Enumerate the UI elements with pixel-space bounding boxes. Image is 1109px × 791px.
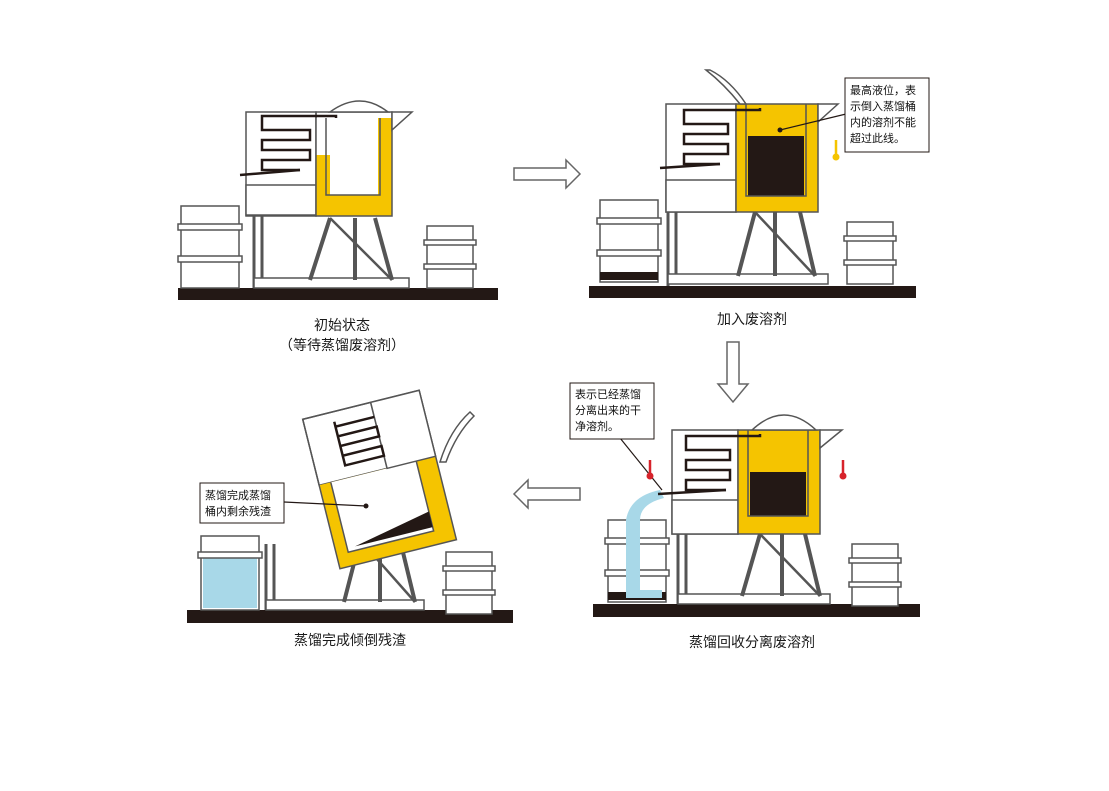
step4-note-box: 蒸馏完成蒸馏 桶内剩余残渣 xyxy=(199,482,285,524)
step4-caption: 蒸馏完成倾倒残渣 xyxy=(294,633,406,649)
step3-note-line: 表示已经蒸馏 xyxy=(575,387,641,401)
step2-note-line: 最高液位，表 xyxy=(850,83,916,97)
step2-note-line: 内的溶剂不能 xyxy=(850,115,916,129)
step1-apparatus xyxy=(177,100,498,300)
arrow-right xyxy=(513,158,582,190)
arrow-left xyxy=(512,478,581,510)
step2-caption: 加入废溶剂 xyxy=(717,312,787,328)
step3-apparatus xyxy=(593,414,920,617)
step3-caption: 蒸馏回收分离废溶剂 xyxy=(689,634,815,651)
step4-note-line: 桶内剩余残渣 xyxy=(205,504,271,518)
arrow-down xyxy=(716,341,750,404)
step2-apparatus xyxy=(589,69,916,298)
step4-note-line: 蒸馏完成蒸馏 xyxy=(205,488,271,502)
step3-note-line: 净溶剂。 xyxy=(575,419,619,433)
step2-note-box: 最高液位，表 示倒入蒸馏桶 内的溶剂不能 超过此线。 xyxy=(844,77,930,153)
step3-note-line: 分离出来的干 xyxy=(575,403,641,417)
step3-note-box: 表示已经蒸馏 分离出来的干 净溶剂。 xyxy=(569,382,655,440)
step1-caption-2: （等待蒸馏废溶剂） xyxy=(279,337,405,354)
step2-note-line: 超过此线。 xyxy=(850,131,905,145)
step1-caption-1: 初始状态 xyxy=(314,317,370,334)
step4-apparatus xyxy=(187,389,513,623)
step2-note-line: 示倒入蒸馏桶 xyxy=(850,99,916,113)
